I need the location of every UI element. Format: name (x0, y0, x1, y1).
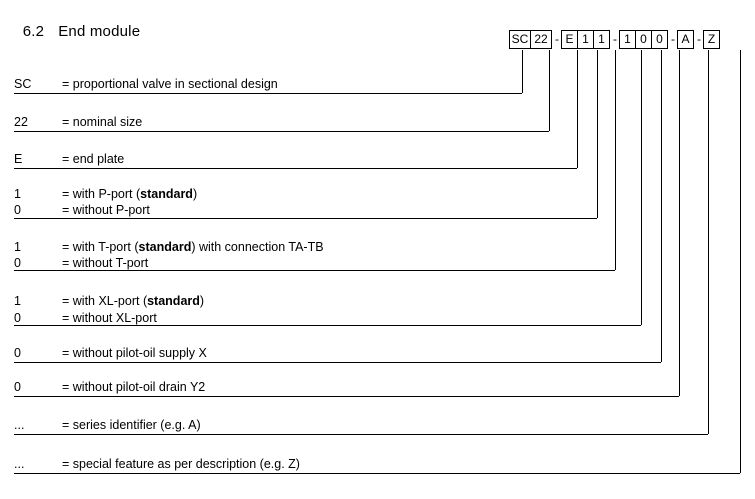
leader-line-vertical (740, 50, 741, 473)
leader-line-vertical (522, 50, 523, 93)
leader-line-vertical (661, 50, 662, 362)
code-box-1-7: 1 (619, 30, 636, 49)
code-separator: - (613, 32, 617, 46)
legend-code: 0 (14, 203, 21, 217)
code-box-1-5: 1 (593, 30, 610, 49)
legend-row-rule (14, 270, 615, 271)
legend-description: = series identifier (e.g. A) (62, 418, 201, 432)
legend-code: 0 (14, 256, 21, 270)
legend-row-rule (14, 131, 549, 132)
legend-description: = without pilot-oil drain Y2 (62, 380, 206, 394)
legend-description: = with T-port (standard) with connection… (62, 240, 324, 254)
legend-row-rule (14, 325, 641, 326)
legend-row-rule (14, 93, 522, 94)
legend-description: = with XL-port (standard) (62, 294, 205, 308)
legend-description: = without P-port (62, 203, 150, 217)
legend-code: 1 (14, 240, 21, 254)
legend-description: = end plate (62, 152, 125, 166)
leader-line-vertical (708, 50, 709, 434)
code-box-z-13: Z (703, 30, 720, 49)
code-separator: - (555, 32, 559, 46)
page-title: 6.2 End module (14, 6, 140, 40)
legend-code: 0 (14, 311, 21, 325)
section-title: End module (58, 23, 141, 40)
leader-line-vertical (641, 50, 642, 325)
legend-row-rule (14, 168, 577, 169)
legend-description: = without pilot-oil supply X (62, 346, 207, 360)
legend-description: = special feature as per description (e.… (62, 457, 300, 471)
legend-description-emphasis: standard (140, 187, 193, 201)
legend-row-rule (14, 396, 679, 397)
legend-description: = nominal size (62, 115, 143, 129)
legend-description: = without T-port (62, 256, 149, 270)
legend-code: E (14, 152, 23, 166)
legend-row-rule (14, 434, 708, 435)
code-box-sc-0: SC (509, 30, 531, 49)
legend-code: 1 (14, 294, 21, 308)
legend-code: SC (14, 77, 32, 91)
legend-code: ... (14, 418, 25, 432)
leader-line-vertical (577, 50, 578, 168)
legend-row-rule (14, 473, 740, 474)
legend-code: 22 (14, 115, 28, 129)
section-number: 6.2 (22, 23, 45, 40)
legend-row-rule (14, 218, 597, 219)
legend-description: = without XL-port (62, 311, 157, 325)
code-box-1-4: 1 (577, 30, 594, 49)
code-box-0-8: 0 (635, 30, 652, 49)
legend-code: 0 (14, 346, 21, 360)
leader-line-vertical (615, 50, 616, 270)
code-box-e-3: E (561, 30, 578, 49)
legend-row-rule (14, 362, 661, 363)
legend-code: 1 (14, 187, 21, 201)
legend-description-emphasis: standard (147, 294, 200, 308)
code-box-a-11: A (677, 30, 694, 49)
legend-description: = with P-port (standard) (62, 187, 198, 201)
leader-line-vertical (549, 50, 550, 131)
code-separator: - (671, 32, 675, 46)
legend-code: ... (14, 457, 25, 471)
code-box-0-9: 0 (651, 30, 668, 49)
leader-line-vertical (597, 50, 598, 218)
legend-description: = proportional valve in sectional design (62, 77, 278, 91)
code-box-22-1: 22 (530, 30, 552, 49)
legend-description-emphasis: standard (138, 240, 192, 254)
leader-line-vertical (679, 50, 680, 396)
legend-code: 0 (14, 380, 21, 394)
code-separator: - (697, 32, 701, 46)
